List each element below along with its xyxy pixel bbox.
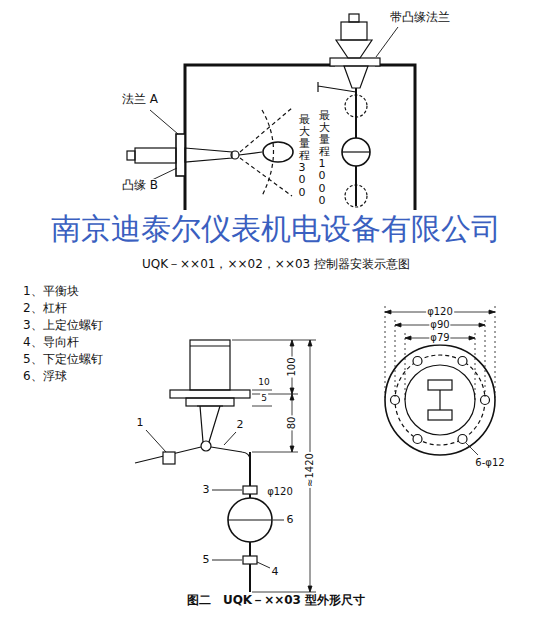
dimension: 6-φ12 <box>474 457 505 469</box>
dimension: 80 <box>286 416 298 431</box>
callout-number: 6 <box>286 514 295 527</box>
dimension: φ120 <box>426 306 454 318</box>
part-label: 带凸缘法兰 <box>389 11 451 25</box>
callout-number: 2 <box>236 419 245 432</box>
callout-number: 5 <box>202 554 211 567</box>
parts-list-item: 2、杠杆 <box>22 302 68 316</box>
parts-list-item: 5、下定位螺钉 <box>22 353 104 367</box>
dimension: φ120 <box>266 486 294 498</box>
watermark: 南京迪泰尔仪表机电设备有限公司 <box>50 212 502 247</box>
callout-number: 1 <box>136 417 145 430</box>
parts-list-item: 1、平衡块 <box>22 285 80 299</box>
dimension: 10 <box>257 377 270 387</box>
part-label: 法兰 A <box>121 93 159 107</box>
dimension: ≈1420 <box>304 452 316 488</box>
callout-number: 3 <box>202 484 211 497</box>
bolt-hole <box>458 357 467 366</box>
range-label: 最大量程1000 <box>318 110 331 207</box>
part-label: 凸缘 B <box>121 179 159 193</box>
range-label: 最大量程300 <box>298 114 311 199</box>
figure-caption: 图二 UQK－××03 型外形尺寸 <box>186 594 366 608</box>
dimension: 5 <box>260 393 268 403</box>
callout-number: 4 <box>271 566 280 579</box>
figure-caption: UQK－××01，××02，××03 控制器安装示意图 <box>141 258 411 272</box>
parts-list-item: 6、浮球 <box>22 370 68 384</box>
dimension: φ90 <box>429 319 450 331</box>
bolt-hole <box>413 435 422 444</box>
parts-list-item: 4、导向杆 <box>22 336 80 350</box>
bolt-hole <box>458 435 467 444</box>
dimension: 100 <box>286 356 298 377</box>
dimension: φ79 <box>429 332 450 344</box>
bolt-hole <box>413 357 422 366</box>
parts-list-item: 3、上定位螺钉 <box>22 319 104 333</box>
